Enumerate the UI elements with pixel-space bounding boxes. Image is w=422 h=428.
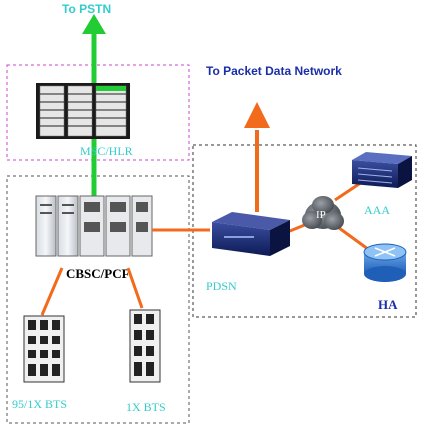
packet-network-arrow-head: [244, 102, 270, 128]
msc-hlr-boundary: [6, 64, 190, 161]
ip-to-ha-link: [334, 223, 373, 254]
to-packet-data-network-label: To Packet Data Network: [206, 64, 342, 78]
aaa-label: AAA: [364, 203, 390, 217]
cbsc-to-bts-1x-link: [126, 267, 144, 309]
ip-cloud-icon: [302, 196, 344, 230]
cbsc-to-bts-95-link: [40, 267, 64, 316]
to-pstn-label: To PSTN: [62, 2, 111, 16]
bts-1x-label: 1X BTS: [126, 400, 166, 414]
ip-label: IP: [316, 209, 326, 221]
aaa-server-icon: [352, 152, 412, 188]
msc-hlr-rack-icon: [36, 83, 130, 139]
pdsn-server-icon: [212, 212, 290, 256]
pstn-arrow-head: [82, 14, 106, 34]
pdsn-label: PDSN: [206, 279, 237, 293]
ha-label: HA: [378, 297, 398, 312]
bts-95-1x-cabinet-icon: [23, 315, 65, 383]
bts-1x-cabinet-icon: [129, 309, 161, 383]
ha-router-icon: [363, 243, 407, 282]
cbsc-pcf-rack-icon: [35, 195, 153, 257]
bts-95-1x-label: 95/1X BTS: [12, 397, 67, 411]
cbsc-pcf-label: CBSC/PCF: [66, 266, 130, 281]
ip-to-aaa-link: [334, 180, 363, 202]
msc-hlr-label: MSC/HLR: [80, 144, 133, 158]
access-network-boundary: [6, 175, 190, 424]
